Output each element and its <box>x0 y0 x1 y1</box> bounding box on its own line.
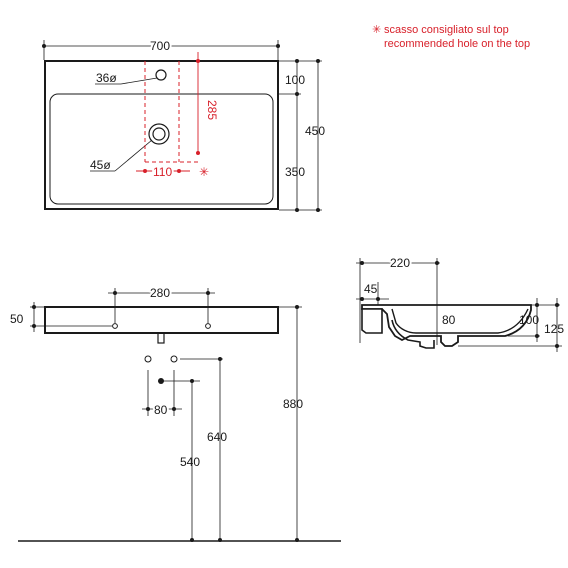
note-italian: scasso consigliato sul top <box>384 24 509 36</box>
supply-left <box>144 355 152 363</box>
side-profile <box>361 304 532 347</box>
tap-hole <box>155 69 167 81</box>
supply-right <box>170 355 178 363</box>
front-basin-body <box>44 306 279 334</box>
bowl-outline <box>49 93 274 205</box>
drain-outer <box>148 123 170 145</box>
note-english: recommended hole on the top <box>384 38 530 50</box>
waste-outlet <box>158 378 164 384</box>
drain-inner <box>152 127 166 141</box>
dim-height-640: 640 <box>207 430 227 444</box>
hole-marker: ✳ <box>199 165 209 179</box>
side-back-block <box>361 308 383 334</box>
dim-fixing-spacing: 280 <box>150 286 170 300</box>
side-drain <box>391 319 435 349</box>
dim-height-880: 880 <box>283 397 303 411</box>
dim-fixing-height: 50 <box>10 312 24 326</box>
dim-side-45: 45 <box>364 282 378 296</box>
dim-waste-spacing: 80 <box>154 403 168 417</box>
front-view: 280 50 80 540 640 880 <box>10 284 341 542</box>
fixing-hole-right <box>205 323 211 329</box>
dim-side-80: 80 <box>442 313 456 327</box>
dim-side-100: 100 <box>519 313 539 327</box>
dim-basin: 350 <box>285 165 305 179</box>
label-tap-hole: 36ø <box>96 71 117 85</box>
recommended-hole-note: ✳ scasso consigliato sul top recommended… <box>372 24 530 50</box>
dim-side-125: 125 <box>544 322 564 336</box>
front-waste-spigot <box>157 332 165 344</box>
basin-outline <box>44 60 279 210</box>
side-view: 220 45 80 100 125 <box>356 254 564 352</box>
note-asterisk: ✳ <box>372 24 381 36</box>
dim-width: 700 <box>150 39 170 53</box>
fixing-hole-left <box>112 323 118 329</box>
top-view: 700 100 350 450 36ø 45ø 285 110 ✳ <box>42 37 325 212</box>
dim-side-220: 220 <box>390 256 410 270</box>
dim-depth: 450 <box>305 124 325 138</box>
dim-hole-width: 110 <box>153 165 172 179</box>
dim-hole-depth: 285 <box>205 100 219 120</box>
side-bowl <box>391 308 529 334</box>
dim-rim: 100 <box>285 73 305 87</box>
label-drain: 45ø <box>90 158 111 172</box>
dim-height-540: 540 <box>180 455 200 469</box>
